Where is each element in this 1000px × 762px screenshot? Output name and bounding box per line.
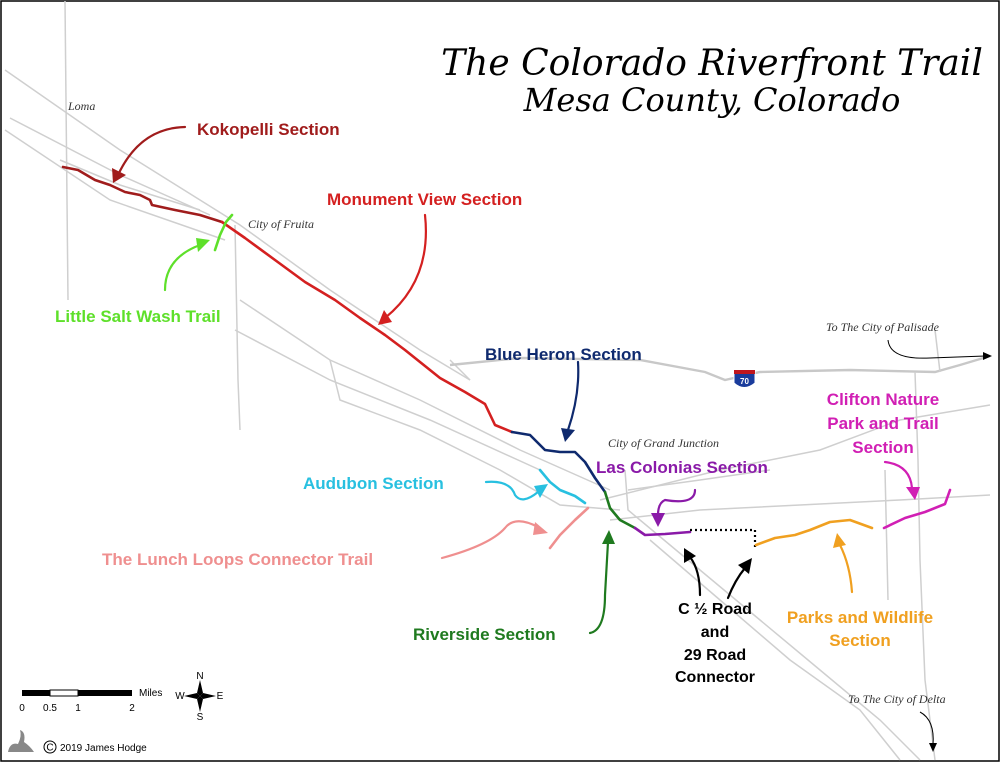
label-lunch-loops: The Lunch Loops Connector Trail (102, 550, 373, 569)
arrow-delta (919, 711, 934, 746)
arrowhead-riverside (602, 530, 615, 544)
label-blue-heron: Blue Heron Section (485, 345, 642, 364)
scale-bar: Miles 0 0.5 1 2 (19, 688, 162, 714)
copyright-symbol: C (46, 743, 53, 754)
label-connector-line3: 29 Road (684, 647, 746, 664)
arrowhead-palisade (983, 352, 992, 360)
arrow-little-salt-wash (163, 243, 202, 292)
label-little-salt-wash: Little Salt Wash Trail (55, 307, 221, 326)
arrowhead-parks-wildlife (833, 533, 846, 548)
arrowhead-kokopelli (112, 168, 126, 183)
compass-w: W (175, 691, 185, 702)
town-delta: To The City of Delta (848, 692, 946, 706)
compass-n: N (196, 671, 203, 682)
label-connector-line1: C ½ Road (678, 601, 752, 618)
highway-shield-number: 70 (740, 377, 749, 386)
arrowhead-connector-c-road (684, 548, 696, 563)
label-connector-line2: and (701, 624, 729, 641)
arrow-kokopelli (116, 125, 187, 177)
arrow-lunch-loops (440, 520, 540, 560)
town-palisade: To The City of Palisade (826, 320, 940, 334)
interstate-70-shield-icon: 70 (733, 369, 756, 388)
map-title: The Colorado Riverfront Trail (441, 43, 983, 84)
label-clifton-line1: Clifton Nature (827, 390, 939, 409)
town-grand-junction: City of Grand Junction (608, 436, 719, 450)
arrow-las-colonias (656, 488, 697, 517)
label-monument-view: Monument View Section (327, 190, 522, 209)
town-fruita: City of Fruita (248, 217, 314, 231)
trail-las-colonias (633, 526, 692, 537)
swan-logo-icon (8, 730, 34, 752)
arrow-riverside (588, 540, 610, 635)
label-las-colonias: Las Colonias Section (596, 458, 768, 477)
arrowhead-blue-heron (561, 428, 575, 442)
trail-lunch-loops (548, 506, 590, 550)
label-clifton-line3: Section (852, 438, 913, 457)
copyright: C 2019 James Hodge (8, 730, 147, 754)
arrowhead-lunch-loops (533, 522, 548, 535)
label-connector-line4: Connector (675, 669, 755, 686)
arrow-connector-29-road (726, 566, 747, 600)
arrow-monument-view (383, 213, 427, 320)
label-parks-wildlife-line2: Section (829, 631, 890, 650)
road-network (4, 0, 991, 761)
copyright-circle-icon (43, 740, 57, 754)
arrow-audubon (484, 480, 540, 501)
label-kokopelli: Kokopelli Section (197, 120, 340, 139)
trail-kokopelli (61, 165, 224, 224)
arrowhead-clifton (906, 487, 920, 500)
arrowhead-delta (929, 743, 937, 752)
scale-tick-2: 2 (129, 703, 135, 714)
scale-tick-0: 0 (19, 703, 25, 714)
arrow-blue-heron (566, 360, 580, 432)
map-subtitle: Mesa County, Colorado (523, 81, 901, 119)
arrow-clifton (883, 460, 914, 490)
compass-rose-icon: N S W E (175, 671, 223, 723)
arrow-palisade (887, 339, 986, 359)
trail-audubon (538, 468, 587, 505)
label-audubon: Audubon Section (303, 474, 444, 493)
arrowhead-little-salt-wash (196, 238, 210, 252)
trail-parks-wildlife (754, 518, 874, 547)
trail-clifton (882, 488, 952, 530)
arrow-parks-wildlife (838, 543, 854, 594)
arrowhead-las-colonias (651, 513, 665, 527)
scale-tick-1: 1 (75, 703, 81, 714)
scale-unit: Miles (139, 688, 162, 699)
trail-little-salt-wash (213, 213, 234, 252)
copyright-text: 2019 James Hodge (60, 743, 147, 754)
arrowhead-audubon (534, 484, 548, 498)
scale-tick-0-5: 0.5 (43, 703, 57, 714)
arrow-connector-c-road (688, 555, 702, 597)
callout-arrows (112, 125, 992, 752)
label-riverside: Riverside Section (413, 625, 556, 644)
compass-e: E (217, 691, 224, 702)
label-parks-wildlife-line1: Parks and Wildlife (787, 608, 933, 627)
arrowhead-connector-29-road (738, 558, 752, 574)
arrowhead-monument-view (378, 310, 392, 325)
trail-monument-view (220, 220, 514, 434)
town-loma: Loma (67, 99, 95, 113)
trail-connector (690, 528, 757, 548)
trail-blue-heron (510, 430, 607, 494)
compass-s: S (197, 712, 204, 723)
trail-segments (61, 165, 952, 550)
label-clifton-line2: Park and Trail (827, 414, 939, 433)
trail-riverside (603, 490, 637, 530)
